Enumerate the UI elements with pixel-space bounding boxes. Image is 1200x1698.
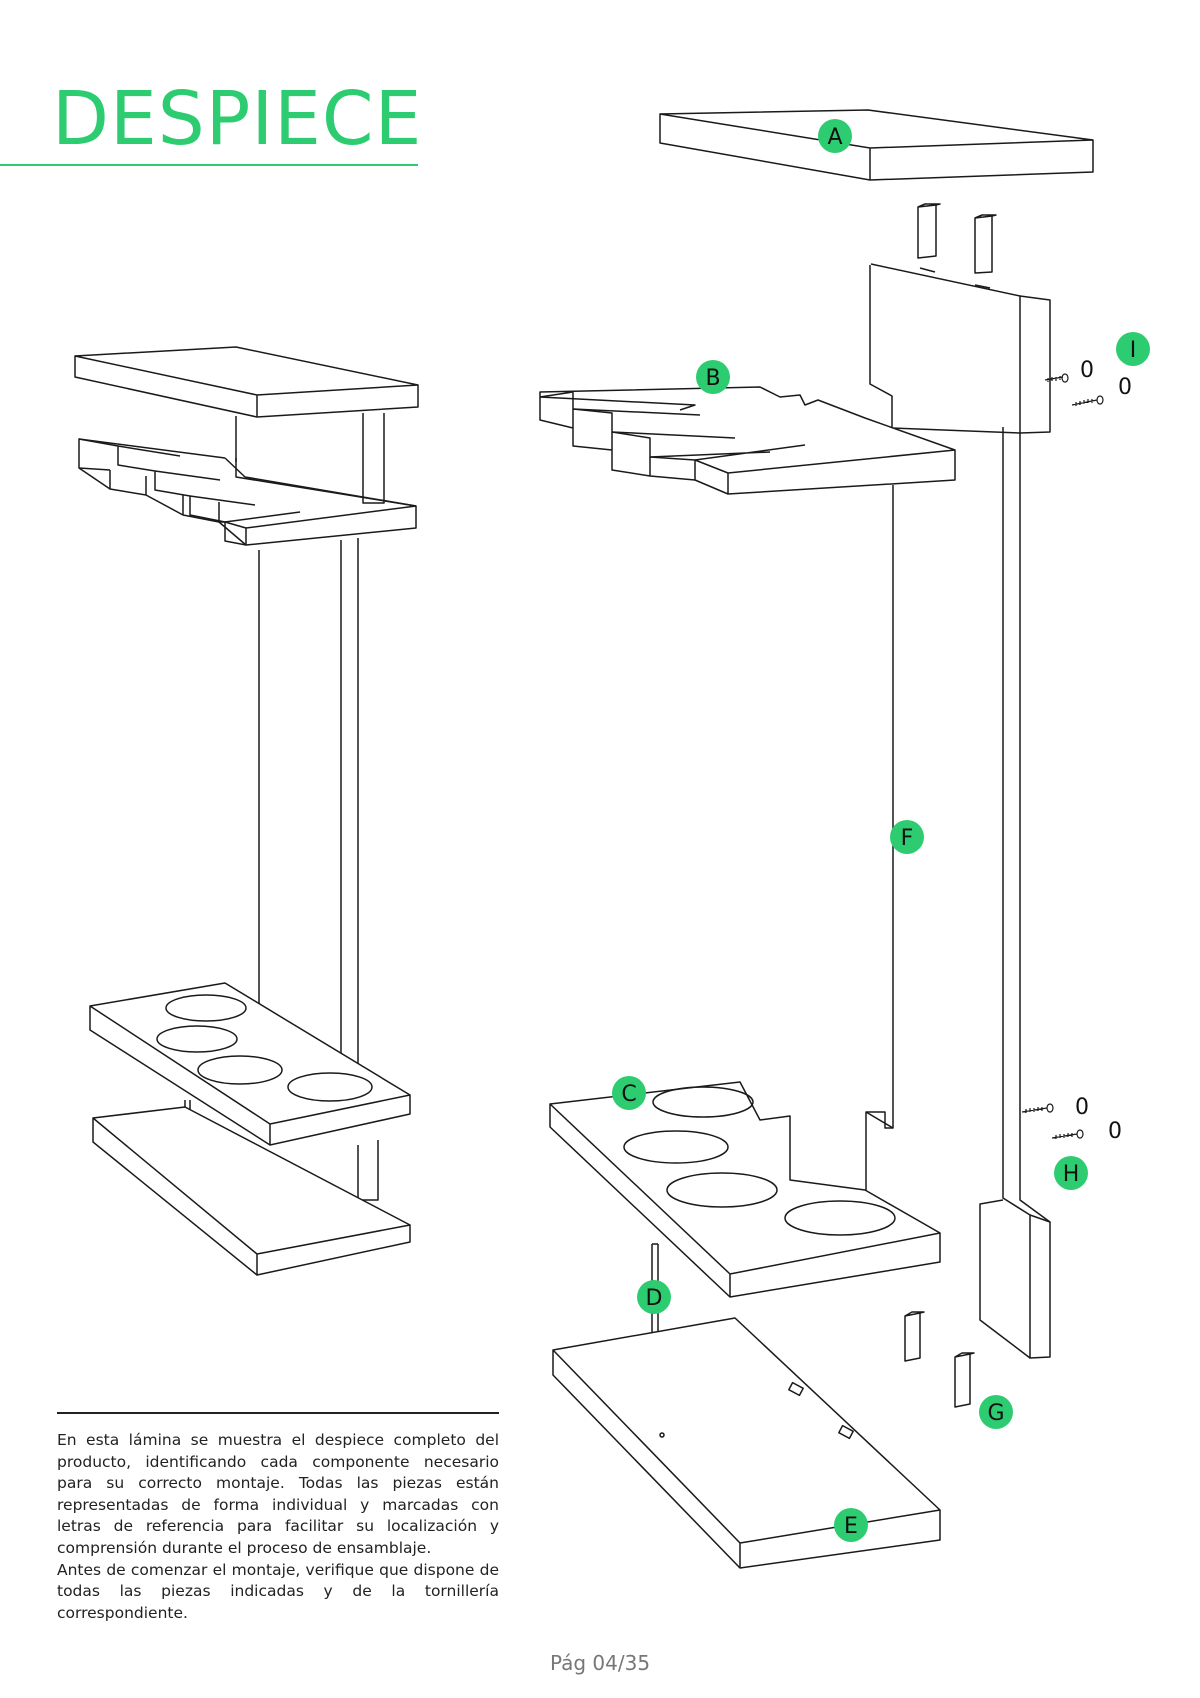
screw-mark-i2: 0	[1118, 375, 1132, 400]
title-underline	[0, 164, 418, 166]
part-h-screws	[1021, 1103, 1084, 1139]
label-i: I	[1130, 338, 1137, 363]
label-g: G	[987, 1401, 1004, 1426]
part-a-top-board	[659, 109, 1094, 181]
page-title: DESPIECE	[52, 76, 423, 162]
label-e: E	[844, 1514, 858, 1539]
description-paragraph-1: En esta lámina se muestra el despiece co…	[57, 1431, 499, 1557]
part-c-lower-shelf	[549, 1081, 941, 1298]
description-divider	[57, 1412, 499, 1414]
label-c: C	[621, 1082, 636, 1107]
label-b: B	[705, 366, 720, 391]
description: En esta lámina se muestra el despiece co…	[57, 1430, 499, 1624]
screw-mark-h1: 0	[1075, 1095, 1089, 1120]
label-a: A	[827, 125, 842, 150]
part-f-back-panel	[865, 263, 1051, 1359]
label-d: D	[646, 1286, 663, 1311]
description-paragraph-2: Antes de comenzar el montaje, verifique …	[57, 1560, 499, 1622]
label-f: F	[901, 826, 914, 851]
page-number: Pág 04/35	[549, 1651, 651, 1675]
part-g-dowels	[904, 1311, 975, 1408]
label-h: H	[1063, 1162, 1080, 1187]
part-e-base	[552, 1317, 941, 1569]
screw-mark-i1: 0	[1080, 358, 1094, 383]
part-i-screws	[1044, 373, 1104, 406]
screw-mark-h2: 0	[1108, 1119, 1122, 1144]
exploded-view	[539, 109, 1104, 1569]
assembled-view	[74, 346, 419, 1276]
part-b-hanger-shelf	[539, 386, 956, 495]
